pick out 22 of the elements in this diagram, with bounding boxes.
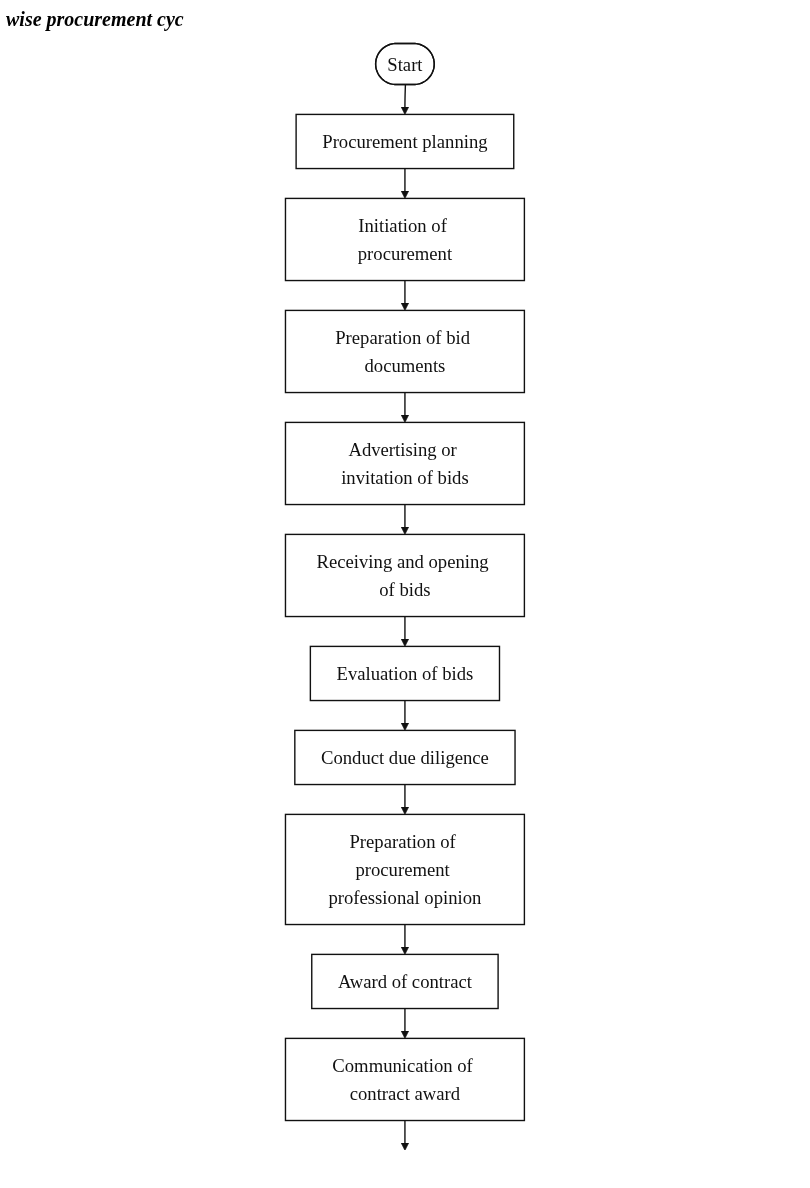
node-box: Preparation of procurement professional opinion bbox=[284, 813, 526, 926]
arrow bbox=[400, 391, 410, 423]
arrow bbox=[400, 167, 410, 199]
arrow bbox=[400, 503, 410, 535]
node-box: Receiving and opening of bids bbox=[284, 533, 526, 618]
arrow bbox=[400, 923, 410, 955]
node-box: Preparation of bid documents bbox=[284, 309, 526, 394]
node-box: Initiation of procurement bbox=[284, 197, 526, 282]
arrow bbox=[400, 783, 410, 815]
node-box: Conduct due diligence bbox=[294, 729, 516, 786]
node-box: Procurement planning bbox=[295, 113, 515, 170]
node-box: Award of contract bbox=[311, 953, 499, 1010]
node-box: Advertising or invitation of bids bbox=[284, 421, 526, 506]
arrow bbox=[400, 1007, 410, 1039]
node-box: Communication of contract award bbox=[284, 1037, 526, 1122]
node-box: Evaluation of bids bbox=[309, 645, 501, 702]
arrow bbox=[400, 699, 410, 731]
arrow bbox=[400, 1119, 410, 1151]
arrow bbox=[400, 615, 410, 647]
arrow bbox=[400, 84, 410, 115]
arrow bbox=[400, 279, 410, 311]
diagram-title: wise procurement cyc bbox=[6, 8, 184, 31]
